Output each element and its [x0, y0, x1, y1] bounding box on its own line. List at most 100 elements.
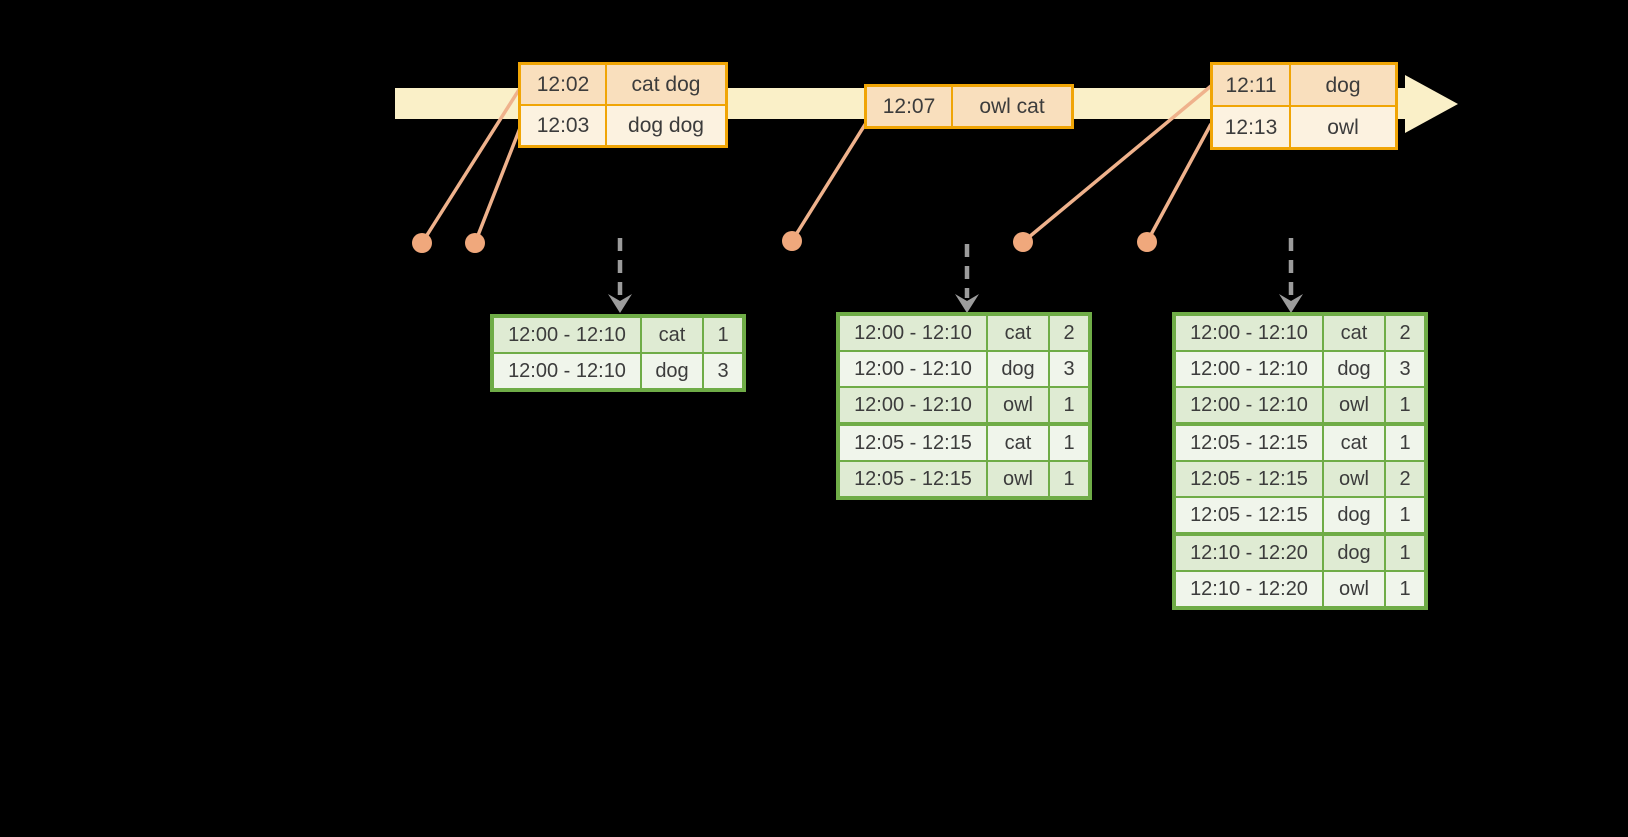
trigger-arrowhead-icon: [1279, 294, 1303, 313]
result-window: 12:05 - 12:15: [1176, 498, 1322, 532]
result-count: 1: [1386, 426, 1424, 460]
event-table-1: 12:02 cat dog 12:03 dog dog: [518, 62, 728, 148]
result-row: 12:05 - 12:15 owl 1: [840, 462, 1088, 496]
result-word: cat: [988, 426, 1048, 460]
result-count: 1: [1050, 388, 1088, 422]
event-time: 12:07: [867, 87, 951, 126]
event-table-2: 12:07 owl cat: [864, 84, 1074, 129]
result-window: 12:00 - 12:10: [1176, 352, 1322, 386]
event-row: 12:02 cat dog: [521, 65, 725, 104]
event-connector-line: [790, 122, 868, 242]
event-connector-line: [1145, 123, 1213, 243]
result-word: dog: [1324, 498, 1384, 532]
result-row: 12:00 - 12:10 dog 3: [494, 354, 742, 388]
trigger-arrow-lines: [617, 238, 1294, 298]
result-window: 12:05 - 12:15: [840, 462, 986, 496]
event-dot: [412, 233, 432, 253]
result-window: 12:05 - 12:15: [1176, 426, 1322, 460]
result-word: cat: [988, 316, 1048, 350]
result-word: owl: [1324, 572, 1384, 606]
event-words: owl cat: [953, 87, 1071, 126]
result-row: 12:05 - 12:15 cat 1: [1176, 426, 1424, 460]
trigger-arrow-heads: [608, 294, 1303, 313]
result-count: 2: [1050, 316, 1088, 350]
result-word: dog: [1324, 352, 1384, 386]
event-row: 12:13 owl: [1213, 107, 1395, 147]
event-dot: [465, 233, 485, 253]
result-window: 12:00 - 12:10: [840, 316, 986, 350]
result-word: owl: [988, 462, 1048, 496]
event-row: 12:03 dog dog: [521, 106, 725, 145]
result-window: 12:00 - 12:10: [840, 388, 986, 422]
result-window: 12:00 - 12:10: [1176, 316, 1322, 350]
result-word: owl: [988, 388, 1048, 422]
result-window: 12:05 - 12:15: [1176, 462, 1322, 496]
event-row: 12:11 dog: [1213, 65, 1395, 105]
event-dot: [1013, 232, 1033, 252]
result-count: 1: [1386, 388, 1424, 422]
event-dot: [782, 231, 802, 251]
result-row: 12:00 - 12:10 cat 1: [494, 318, 742, 352]
result-row: 12:10 - 12:20 owl 1: [1176, 572, 1424, 606]
trigger-arrowhead-icon: [608, 294, 632, 313]
result-count: 3: [1050, 352, 1088, 386]
trigger-arrowhead-icon: [955, 294, 979, 313]
result-table-1: 12:00 - 12:10 cat 1 12:00 - 12:10 dog 3: [490, 314, 746, 392]
event-connector-line: [420, 84, 524, 244]
event-time: 12:13: [1213, 107, 1289, 147]
result-word: cat: [1324, 316, 1384, 350]
result-table-3: 12:00 - 12:10 cat 2 12:00 - 12:10 dog 3 …: [1172, 312, 1428, 610]
result-row: 12:05 - 12:15 owl 2: [1176, 462, 1424, 496]
result-window: 12:10 - 12:20: [1176, 536, 1322, 570]
event-words: dog: [1291, 65, 1395, 105]
result-row: 12:00 - 12:10 owl 1: [1176, 388, 1424, 422]
result-window: 12:05 - 12:15: [840, 426, 986, 460]
timeline-arrowhead-icon: [1405, 75, 1458, 133]
result-row: 12:00 - 12:10 dog 3: [840, 352, 1088, 386]
result-word: dog: [642, 354, 702, 388]
event-words: owl: [1291, 107, 1395, 147]
result-count: 2: [1386, 316, 1424, 350]
result-word: cat: [642, 318, 702, 352]
result-count: 1: [1050, 462, 1088, 496]
event-connector-line: [473, 122, 524, 244]
result-window: 12:00 - 12:10: [494, 354, 640, 388]
result-count: 1: [1386, 572, 1424, 606]
event-dots: [412, 231, 1157, 253]
event-time: 12:11: [1213, 65, 1289, 105]
result-row: 12:10 - 12:20 dog 1: [1176, 536, 1424, 570]
result-count: 3: [704, 354, 742, 388]
event-dot: [1137, 232, 1157, 252]
result-count: 1: [1050, 426, 1088, 460]
result-window: 12:00 - 12:10: [494, 318, 640, 352]
result-row: 12:00 - 12:10 cat 2: [840, 316, 1088, 350]
result-window: 12:10 - 12:20: [1176, 572, 1322, 606]
result-row: 12:00 - 12:10 dog 3: [1176, 352, 1424, 386]
event-time: 12:02: [521, 65, 605, 104]
result-word: dog: [988, 352, 1048, 386]
result-table-2: 12:00 - 12:10 cat 2 12:00 - 12:10 dog 3 …: [836, 312, 1092, 500]
event-table-3: 12:11 dog 12:13 owl: [1210, 62, 1398, 150]
result-count: 3: [1386, 352, 1424, 386]
result-row: 12:05 - 12:15 cat 1: [840, 426, 1088, 460]
event-time: 12:03: [521, 106, 605, 145]
result-row: 12:00 - 12:10 cat 2: [1176, 316, 1424, 350]
event-row: 12:07 owl cat: [867, 87, 1071, 126]
result-word: dog: [1324, 536, 1384, 570]
event-connector-line: [1021, 84, 1213, 244]
event-connector-lines: [420, 84, 1213, 244]
result-word: cat: [1324, 426, 1384, 460]
result-row: 12:00 - 12:10 owl 1: [840, 388, 1088, 422]
result-word: owl: [1324, 388, 1384, 422]
event-words: dog dog: [607, 106, 725, 145]
result-window: 12:00 - 12:10: [1176, 388, 1322, 422]
result-row: 12:05 - 12:15 dog 1: [1176, 498, 1424, 532]
result-count: 2: [1386, 462, 1424, 496]
result-count: 1: [704, 318, 742, 352]
result-count: 1: [1386, 498, 1424, 532]
event-words: cat dog: [607, 65, 725, 104]
result-word: owl: [1324, 462, 1384, 496]
result-window: 12:00 - 12:10: [840, 352, 986, 386]
